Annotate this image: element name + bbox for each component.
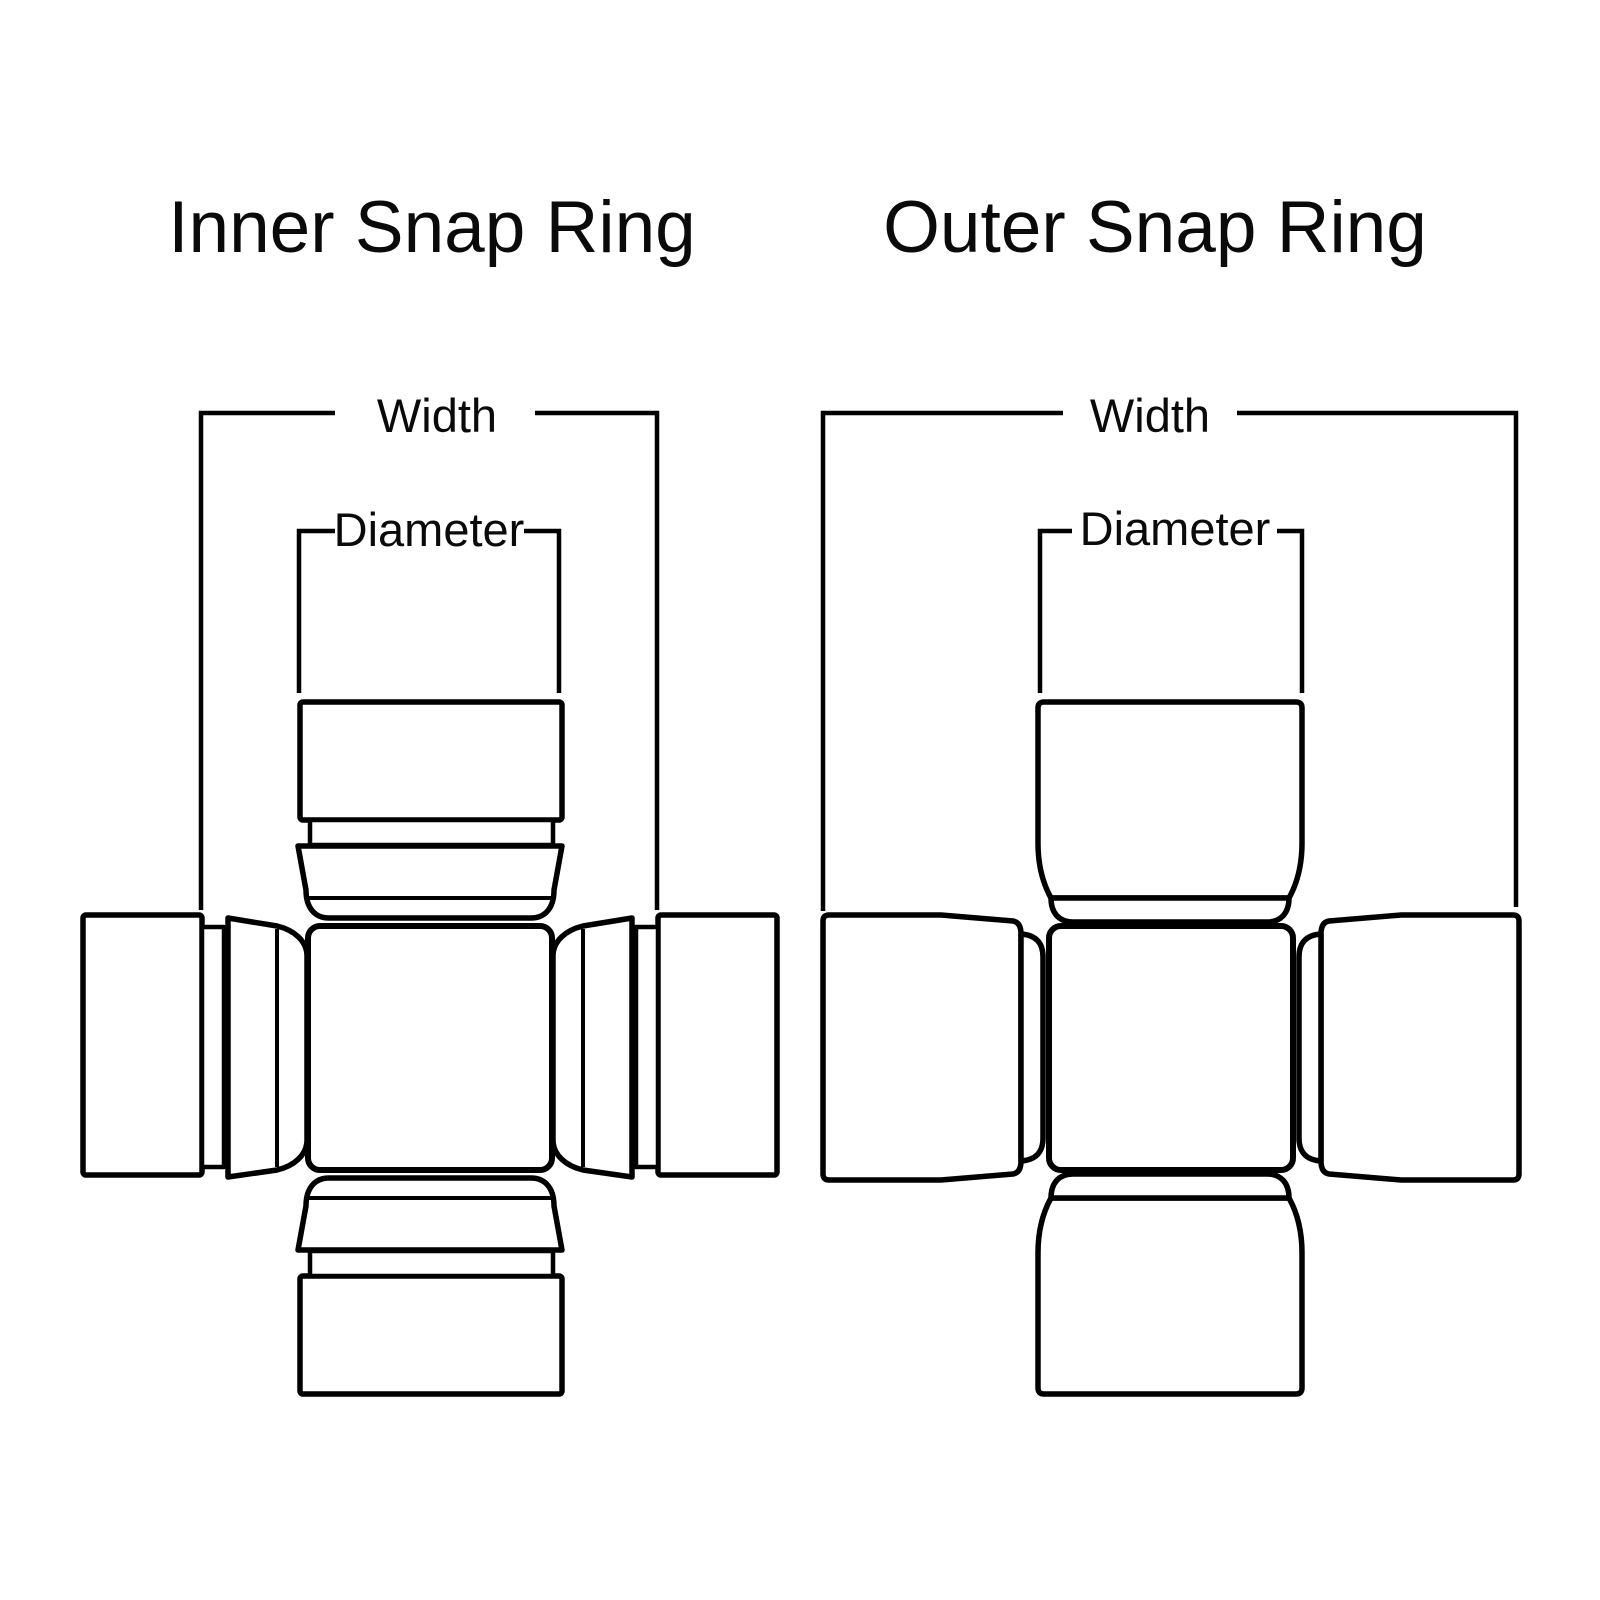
outer-snap-ring-diagram: Outer Snap Ring Width Diameter — [820, 187, 1522, 1397]
inner-top-cap-snap-ring-groove — [307, 817, 556, 848]
inner-snap-ring-diagram: Inner Snap Ring Width Diameter — [80, 187, 780, 1397]
inner-cross-center-body — [305, 923, 555, 1173]
inner-diameter-dimension-bracket — [296, 528, 562, 693]
inner-bottom-cap-seal-boot — [295, 1175, 565, 1253]
outer-diameter-dimension-bracket — [1037, 528, 1305, 693]
inner-right-cap-seal-boot — [550, 915, 635, 1180]
inner-top-cap-seal-boot — [295, 843, 565, 921]
inner-width-dimension-bracket — [198, 410, 660, 910]
inner-left-cap-seal-boot — [225, 915, 310, 1180]
outer-diagram-title: Outer Snap Ring — [883, 187, 1427, 268]
outer-diameter-label: Diameter — [1080, 502, 1271, 555]
outer-left-cap-seal-tip — [1018, 931, 1046, 1164]
inner-diameter-label: Diameter — [334, 503, 525, 556]
inner-width-label: Width — [377, 389, 497, 442]
outer-top-cap-seal-tip — [1048, 895, 1292, 925]
inner-right-cap-body — [655, 912, 780, 1178]
outer-width-label: Width — [1090, 389, 1210, 442]
outer-right-cap-seal-tip — [1296, 931, 1324, 1164]
outer-top-cap-body — [1035, 699, 1305, 901]
inner-bottom-cap-snap-ring-groove — [307, 1248, 556, 1279]
outer-bottom-cap-body — [1035, 1195, 1305, 1397]
outer-left-cap-body — [820, 912, 1024, 1183]
inner-left-cap-body — [80, 912, 205, 1178]
inner-right-cap-snap-ring-groove — [633, 924, 661, 1170]
inner-diagram-title: Inner Snap Ring — [168, 187, 696, 268]
inner-bottom-cap-body — [297, 1273, 565, 1397]
outer-cross-center-body — [1046, 923, 1296, 1173]
outer-bottom-cap-seal-tip — [1048, 1171, 1292, 1201]
outer-right-cap-body — [1318, 912, 1522, 1183]
inner-left-cap-snap-ring-groove — [199, 924, 227, 1170]
inner-top-cap-body — [297, 699, 565, 823]
outer-width-dimension-bracket — [820, 410, 1519, 911]
